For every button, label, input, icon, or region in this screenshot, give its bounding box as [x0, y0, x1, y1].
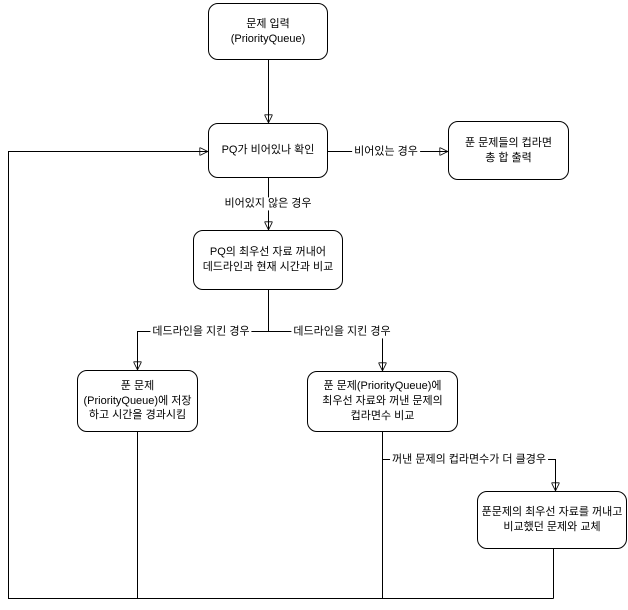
edge-label-larger-cup-count: 꺼낸 문제의 컵라면수가 더 클경우: [390, 452, 548, 467]
node-output-total-sum: 푼 문제들의 컵라면 총 합 출력: [448, 121, 569, 180]
edge-label-deadline-kept-right: 데드라인을 지킨 경우: [291, 324, 393, 339]
edge-label-not-empty-case: 비어있지 않은 경우: [222, 197, 314, 211]
node-swap-with-compared: 푼문제의 최우선 자료를 꺼내고 비교했던 문제와 교체: [477, 491, 627, 549]
edge-feedback-loop: [8, 152, 554, 599]
node-check-pq-empty: PQ가 비어있나 확인: [208, 123, 328, 178]
node-pop-compare-deadline: PQ의 최우선 자료 꺼내어 데드라인과 현재 시간과 비교: [193, 230, 343, 290]
edge-label-deadline-kept-left: 데드라인을 지킨 경우: [150, 324, 252, 339]
node-problem-input: 문제 입력 (PriorityQueue): [208, 3, 328, 60]
edge-label-empty-case: 비어있는 경우: [352, 144, 420, 159]
node-store-solved-problem: 푼 문제 (PriorityQueue)에 저장 하고 시간을 경과시킴: [77, 370, 198, 432]
node-compare-cup-count: 푼 문제(PriorityQueue)에 최우선 자료와 꺼낸 문제의 컵라면수…: [307, 371, 458, 432]
